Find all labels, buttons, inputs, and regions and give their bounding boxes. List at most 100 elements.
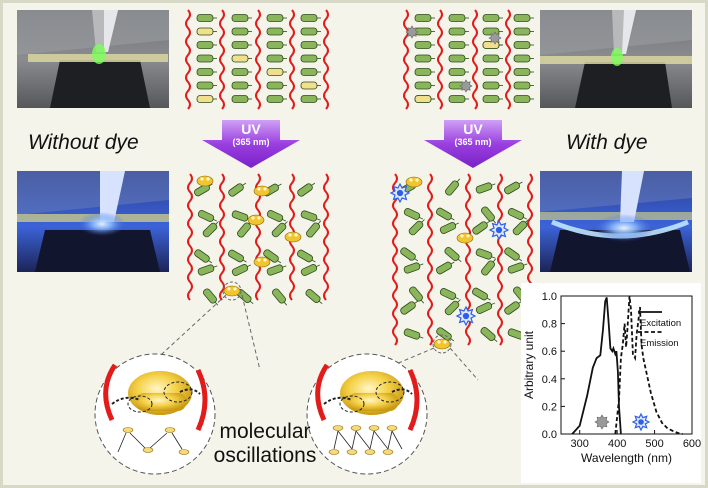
y-axis-label: Arbitrary unit (522, 330, 536, 399)
mesogen (297, 249, 316, 263)
mesogen (194, 249, 213, 264)
dimer-blob (456, 232, 474, 244)
dye-emitting (488, 219, 510, 241)
mesogen (436, 327, 455, 342)
mesogen (513, 14, 534, 22)
zoom-origin-right (432, 334, 452, 354)
mesogen (513, 41, 534, 49)
dimer-blob (253, 256, 271, 268)
mesogen (231, 41, 252, 49)
mesogen (504, 181, 523, 195)
mesogen (231, 264, 252, 276)
mesogen (436, 261, 455, 275)
mesogen (504, 247, 523, 262)
mesogen (436, 207, 455, 221)
polymer-chain (323, 9, 329, 110)
mesogen (196, 54, 217, 63)
mesogen (448, 54, 469, 63)
mesogen (513, 68, 534, 76)
polymer-chain (219, 9, 225, 110)
mesogen (482, 68, 503, 76)
legend-label: Emission (640, 338, 679, 349)
mesogen (300, 95, 321, 103)
caption-line-1: molecular (219, 420, 311, 443)
y-tick-label: 0.4 (542, 374, 557, 386)
mesogen (403, 262, 424, 274)
x-tick-label: 500 (645, 438, 663, 450)
zoom-line-left-1 (149, 294, 227, 366)
mesogen (228, 249, 247, 263)
y-tick-label: 0.8 (542, 319, 557, 331)
mesogen (482, 81, 503, 90)
mesogen (481, 206, 497, 224)
mesogen (444, 247, 462, 263)
mesogen (414, 14, 435, 22)
series-line-emission (614, 295, 683, 435)
mesogen (196, 27, 217, 36)
polymer-chain (437, 9, 443, 110)
mesogen (472, 220, 491, 235)
series-line-excitation (571, 297, 622, 435)
mesogen (513, 95, 534, 103)
mesogen (306, 220, 322, 238)
mesogen (482, 54, 503, 63)
mesogen (403, 208, 424, 220)
mesogen (300, 41, 321, 49)
mesogen (300, 68, 321, 76)
mesogen (414, 68, 435, 76)
polymer-chain (403, 9, 409, 110)
mesogen (482, 95, 503, 103)
polymer-chain (392, 173, 398, 346)
mesogen (414, 95, 435, 103)
mesogen (448, 68, 469, 76)
polymer-chain (497, 173, 503, 346)
mesogen (266, 14, 287, 22)
mesogen (228, 182, 247, 197)
mesogen (266, 210, 287, 222)
mesogen (414, 41, 435, 49)
mesogen (480, 327, 498, 343)
uv-text-left: UV (241, 121, 261, 137)
dimer-blob (433, 338, 451, 350)
mesogen (297, 182, 316, 197)
mesogen (202, 221, 219, 238)
mesogen (448, 14, 469, 22)
mesogen (507, 208, 528, 220)
chart-dye-icons (594, 412, 651, 432)
photo-with-dye-off (540, 10, 692, 108)
lc-aligned-with-dye (403, 9, 534, 110)
mesogen (196, 41, 217, 49)
dye-nonemitting (594, 414, 610, 430)
x-tick-label: 300 (571, 438, 589, 450)
y-tick-label: 0.2 (542, 401, 557, 413)
polymer-chain (427, 173, 433, 346)
mesogen (448, 95, 469, 103)
zoom-circle-with-dye (306, 353, 428, 475)
mesogen (439, 222, 460, 234)
mesogen (231, 14, 252, 22)
lc-aligned-without-dye (185, 9, 329, 110)
dye-emitting (389, 182, 411, 204)
mesogen (300, 81, 321, 90)
uv-label-right: UV (365 nm) (444, 122, 502, 147)
polymer-chain (255, 9, 261, 110)
mesogen (203, 288, 219, 306)
mesogen (300, 264, 321, 276)
polymer-chain (472, 9, 478, 110)
mesogen (475, 302, 496, 314)
mesogen (266, 27, 287, 36)
mesogen (231, 27, 252, 36)
label-with-dye: With dye (566, 131, 648, 154)
mesogen (266, 41, 287, 49)
mesogen (445, 178, 461, 196)
uv-wavelength-right: (365 nm) (454, 137, 492, 147)
polymer-chain (289, 9, 295, 110)
y-tick-label: 1.0 (542, 291, 557, 303)
mesogen (513, 81, 534, 90)
mesogen (263, 249, 282, 264)
dye-emitting (455, 305, 477, 327)
mesogen (414, 81, 435, 90)
uv-arrow-right (424, 120, 522, 168)
mesogen (482, 14, 503, 22)
